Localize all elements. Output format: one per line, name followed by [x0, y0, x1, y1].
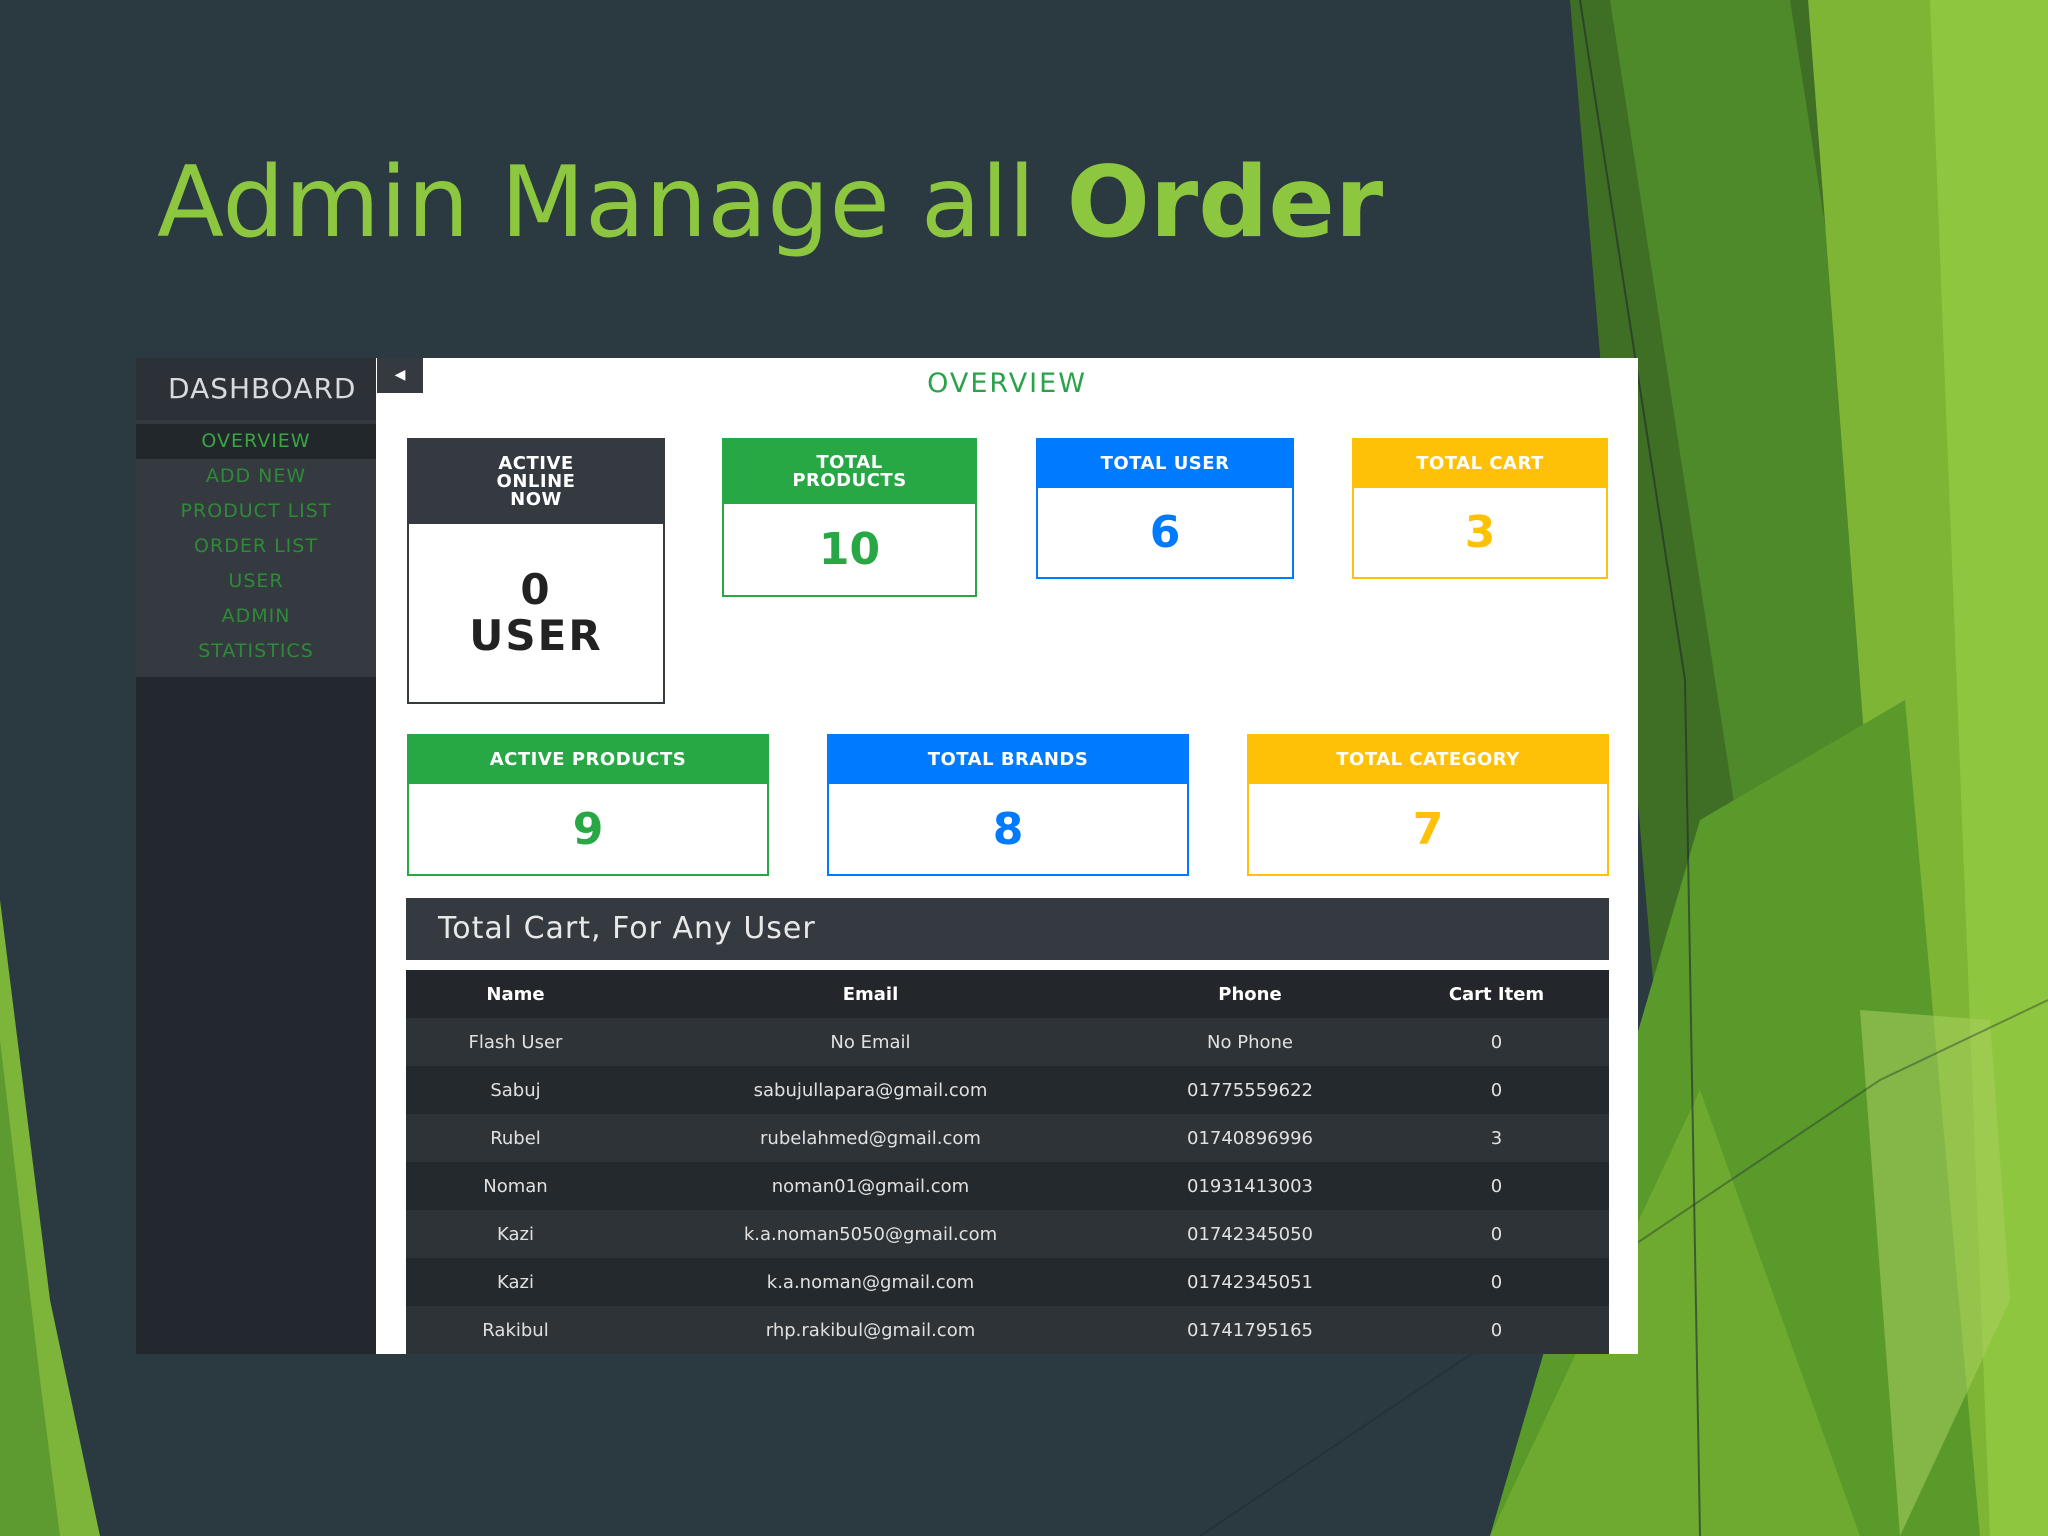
cell-phone: 01931413003: [1187, 1175, 1313, 1197]
cell-cart-item: 0: [1490, 1223, 1503, 1245]
table-row: Kazi k.a.noman@gmail.com 01742345051 0: [406, 1258, 1609, 1306]
cell-name: Flash User: [468, 1031, 563, 1053]
card-active-online: ACTIVE ONLINE NOW 0 USER: [407, 438, 665, 704]
cell-phone: 01742345050: [1187, 1223, 1313, 1245]
table-header-row: Name Email Phone Cart Item: [406, 970, 1609, 1018]
table-row: Rubel rubelahmed@gmail.com 01740896996 3: [406, 1114, 1609, 1162]
card-active-products-value: 9: [572, 803, 604, 855]
sidebar-item-statistics[interactable]: STATISTICS: [198, 640, 314, 662]
sidebar-item-admin[interactable]: ADMIN: [221, 605, 291, 627]
cell-phone: No Phone: [1207, 1031, 1293, 1053]
cart-section-title: Total Cart, For Any User: [406, 898, 1609, 960]
cell-cart-item: 0: [1490, 1319, 1503, 1341]
sidebar-item-add-new[interactable]: ADD NEW: [205, 465, 307, 487]
cell-name: Kazi: [497, 1223, 534, 1245]
slide-title-regular: Admin Manage all: [157, 146, 1067, 260]
card-total-products-value: 10: [818, 524, 881, 575]
cell-cart-item: 0: [1490, 1175, 1503, 1197]
sidebar-title: DASHBOARD: [136, 358, 376, 420]
table-row: Sabuj sabujullapara@gmail.com 0177555962…: [406, 1066, 1609, 1114]
cell-name: Kazi: [497, 1271, 534, 1293]
sidebar-toggle-button[interactable]: ◀: [377, 358, 423, 393]
card-total-brands-title: TOTAL BRANDS: [829, 736, 1187, 784]
cart-table: Name Email Phone Cart Item Flash User No…: [406, 970, 1609, 1354]
card-total-category-title: TOTAL CATEGORY: [1249, 736, 1607, 784]
card-active-online-title: ACTIVE ONLINE NOW: [409, 440, 663, 524]
column-header-cart-item: Cart Item: [1384, 970, 1609, 1018]
slide-title-bold: Order: [1066, 146, 1384, 260]
column-header-name: Name: [406, 970, 625, 1018]
card-total-brands-value: 8: [992, 803, 1024, 855]
caret-left-icon: ◀: [394, 367, 406, 383]
column-header-phone: Phone: [1116, 970, 1384, 1018]
cell-email: rubelahmed@gmail.com: [760, 1127, 981, 1149]
cell-email: k.a.noman@gmail.com: [766, 1271, 975, 1293]
cell-email: noman01@gmail.com: [771, 1175, 970, 1197]
sidebar-menu: OVERVIEW ADD NEW PRODUCT LIST ORDER LIST…: [136, 420, 376, 677]
card-total-brands: TOTAL BRANDS 8: [827, 734, 1189, 876]
card-total-user-title: TOTAL USER: [1038, 440, 1292, 488]
table-row: Kazi k.a.noman5050@gmail.com 01742345050…: [406, 1210, 1609, 1258]
card-active-products: ACTIVE PRODUCTS 9: [407, 734, 769, 876]
cell-name: Rubel: [490, 1127, 541, 1149]
card-total-cart: TOTAL CART 3: [1352, 438, 1608, 579]
cell-phone: 01742345051: [1187, 1271, 1313, 1293]
cell-phone: 01740896996: [1187, 1127, 1313, 1149]
card-total-cart-title: TOTAL CART: [1354, 440, 1606, 488]
card-total-user: TOTAL USER 6: [1036, 438, 1294, 579]
card-total-cart-value: 3: [1464, 507, 1496, 558]
cell-email: k.a.noman5050@gmail.com: [743, 1223, 998, 1245]
card-active-online-value: 0 USER: [469, 565, 603, 660]
card-total-category: TOTAL CATEGORY 7: [1247, 734, 1609, 876]
table-row: Flash User No Email No Phone 0: [406, 1018, 1609, 1066]
dashboard-screenshot: DASHBOARD OVERVIEW ADD NEW PRODUCT LIST …: [136, 358, 1638, 1354]
cell-name: Rakibul: [482, 1319, 549, 1341]
column-header-email: Email: [625, 970, 1116, 1018]
card-total-user-value: 6: [1149, 507, 1181, 558]
sidebar-item-overview[interactable]: OVERVIEW: [136, 424, 376, 459]
sidebar-item-product-list[interactable]: PRODUCT LIST: [180, 500, 332, 522]
cell-email: rhp.rakibul@gmail.com: [765, 1319, 976, 1341]
cell-cart-item: 0: [1490, 1271, 1503, 1293]
cell-name: Sabuj: [490, 1079, 541, 1101]
cell-email: No Email: [830, 1031, 911, 1053]
overview-title: OVERVIEW: [927, 368, 1087, 399]
cell-cart-item: 0: [1490, 1031, 1503, 1053]
card-total-products-title: TOTAL PRODUCTS: [724, 440, 975, 504]
cell-phone: 01741795165: [1187, 1319, 1313, 1341]
cell-email: sabujullapara@gmail.com: [753, 1079, 988, 1101]
cell-name: Noman: [483, 1175, 548, 1197]
sidebar: DASHBOARD OVERVIEW ADD NEW PRODUCT LIST …: [136, 358, 376, 1354]
cell-phone: 01775559622: [1187, 1079, 1313, 1101]
sidebar-item-order-list[interactable]: ORDER LIST: [194, 535, 318, 557]
card-total-category-value: 7: [1412, 803, 1444, 855]
table-row: Noman noman01@gmail.com 01931413003 0: [406, 1162, 1609, 1210]
table-row: Rakibul rhp.rakibul@gmail.com 0174179516…: [406, 1306, 1609, 1354]
cell-cart-item: 3: [1490, 1127, 1503, 1149]
cell-cart-item: 0: [1490, 1079, 1503, 1101]
card-active-products-title: ACTIVE PRODUCTS: [409, 736, 767, 784]
sidebar-item-user[interactable]: USER: [228, 570, 284, 592]
card-total-products: TOTAL PRODUCTS 10: [722, 438, 977, 597]
slide-title: Admin Manage all Order: [157, 149, 1383, 258]
